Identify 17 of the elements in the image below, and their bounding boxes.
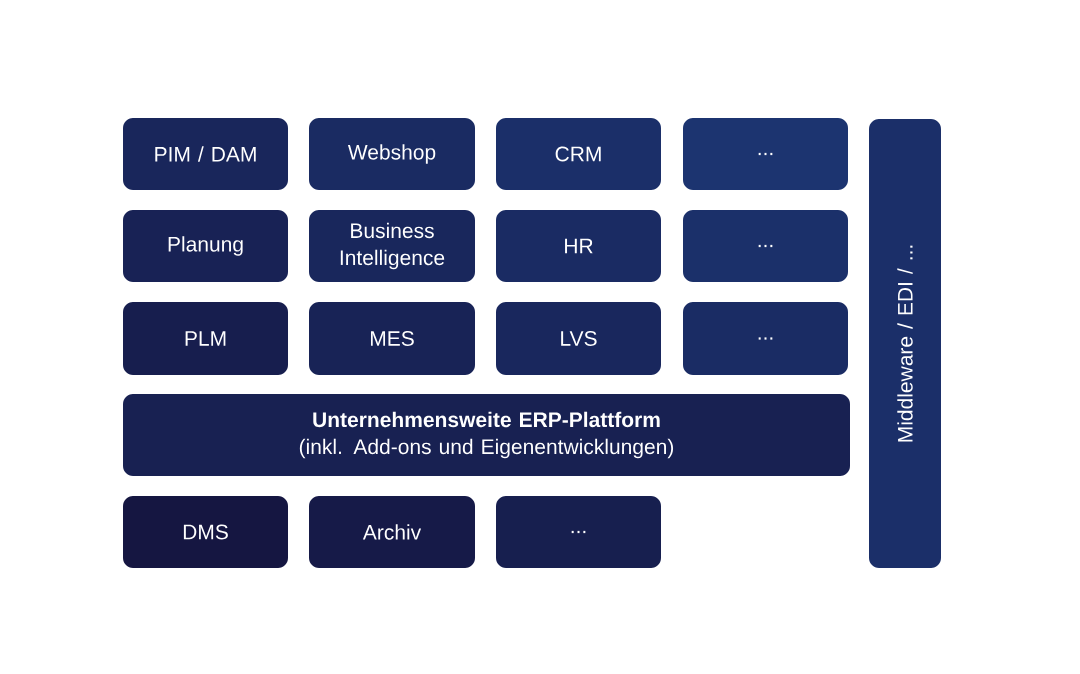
module-box: PLM: [123, 302, 288, 375]
module-box: ...: [496, 496, 661, 568]
module-box: DMS: [123, 496, 288, 568]
module-box: CRM: [496, 118, 661, 190]
platform-bar: Unternehmensweite ERP-Plattform (inkl. Add-ons und Eigenentwicklungen): [123, 394, 850, 476]
module-box: PIM / DAM: [123, 118, 288, 190]
module-box: ...: [683, 118, 848, 190]
module-box: Webshop: [309, 118, 475, 190]
side-bar: Middleware / EDI / ...: [869, 119, 941, 568]
module-box: ...: [683, 210, 848, 282]
module-box: LVS: [496, 302, 661, 375]
module-box: Planung: [123, 210, 288, 282]
module-box: HR: [496, 210, 661, 282]
module-box: MES: [309, 302, 475, 375]
module-box: Business Intelligence: [309, 210, 475, 282]
module-box: Archiv: [309, 496, 475, 568]
module-box: ...: [683, 302, 848, 375]
